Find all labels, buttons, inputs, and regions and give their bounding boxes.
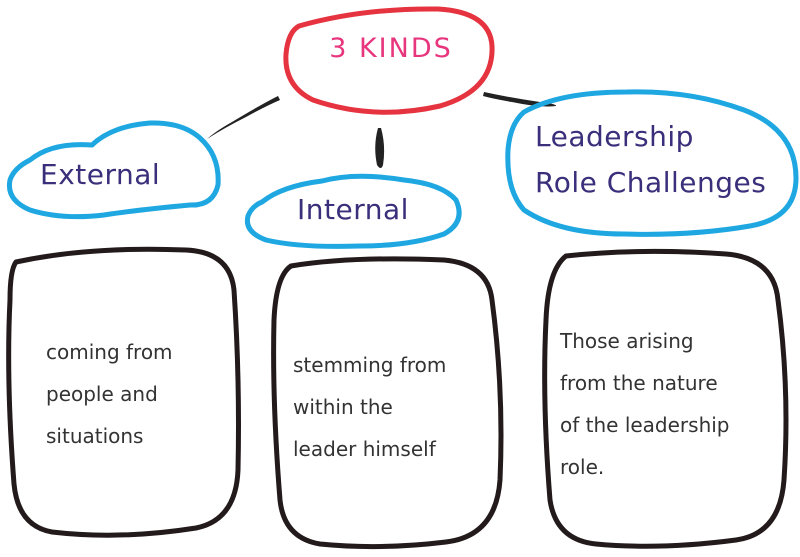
description-box-internal-outline [271,256,504,550]
connector-to-internal [375,128,385,168]
category-internal-label: Internal [297,193,409,226]
description-line: from the nature [560,371,718,395]
description-line: of the leadership [560,413,730,437]
description-line: people and [46,382,158,406]
description-line: leader himself [293,437,436,461]
description-box-leadership-outline [542,248,789,549]
category-leadership-outline [505,89,799,237]
category-leadership-label-line: Role Challenges [535,166,767,199]
category-leadership-label: Leadership Role Challenges [535,114,766,206]
description-line: stemming from [293,353,447,377]
connector-to-external [207,96,280,139]
category-internal-outline [244,173,462,249]
description-internal: stemming from within the leader himself [293,344,446,470]
description-line: within the [293,395,393,419]
description-external: coming from people and situations [46,331,173,457]
description-line: Those arising [560,329,694,353]
description-box-external-outline [6,246,241,538]
root-node-label: 3 KINDS [329,33,453,64]
category-external-outline [6,120,221,220]
category-external-label: External [40,158,161,191]
root-node-outline [283,6,495,115]
description-line: coming from [46,340,173,364]
description-line: role. [560,455,605,479]
category-leadership-label-line: Leadership [535,120,694,153]
description-line: situations [46,424,144,448]
description-leadership: Those arising from the nature of the lea… [560,320,730,488]
